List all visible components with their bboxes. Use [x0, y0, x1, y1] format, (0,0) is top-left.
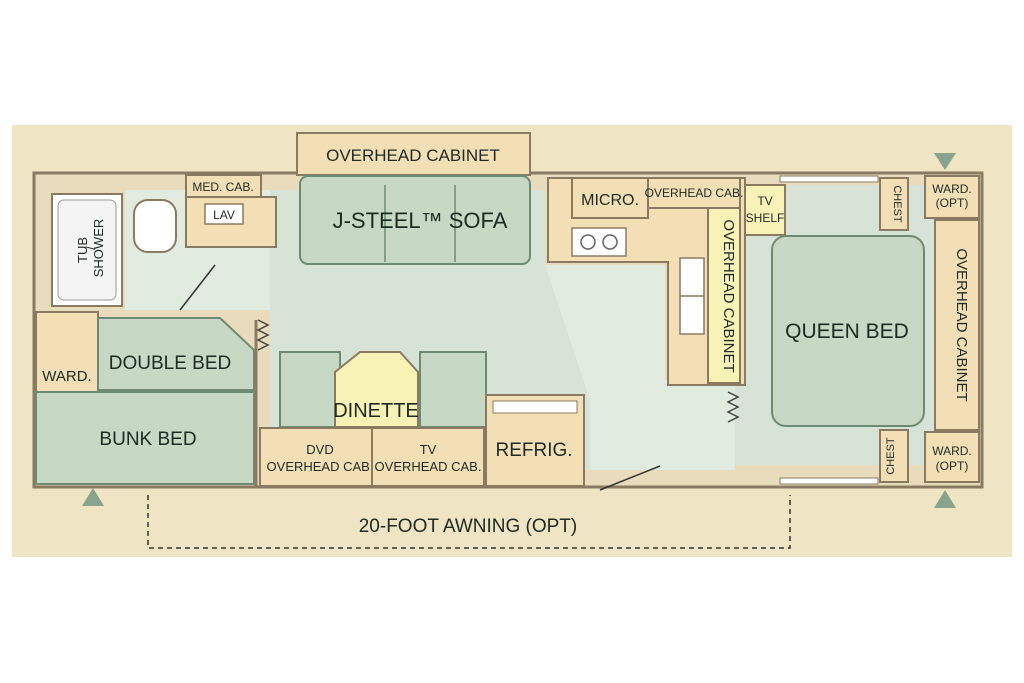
marker-bottom-left — [82, 488, 104, 506]
micro-label: MICRO. — [581, 192, 639, 209]
ward-opt-bottom — [924, 431, 980, 483]
stove-burner-1 — [580, 234, 596, 250]
dvd-overhead-cab — [259, 427, 373, 487]
ward-opt-top-label-2: (OPT) — [936, 196, 969, 210]
entry-door — [599, 465, 661, 491]
queen-bed-label: QUEEN BED — [785, 320, 909, 343]
curtain-mark-left — [256, 319, 270, 351]
double-bed-label: DOUBLE BED — [109, 353, 231, 374]
ward-opt-top-label-1: WARD. — [932, 182, 972, 196]
tv-cab-label-1: TV — [420, 442, 437, 457]
tub-shower-label-1: TUB — [75, 237, 90, 263]
dinette-seat-right — [419, 351, 487, 428]
med-cab-label: MED. CAB. — [192, 180, 253, 194]
awning-label: 20-FOOT AWNING (OPT) — [359, 516, 578, 537]
bath-door — [179, 264, 216, 311]
overhead-cabinet-right — [934, 219, 980, 431]
microwave — [571, 177, 649, 219]
dvd-cab-label-2: OVERHEAD CAB. — [267, 459, 374, 474]
lav-label: LAV — [213, 208, 235, 222]
queen-bed — [771, 235, 925, 427]
dvd-cab-label-1: DVD — [306, 442, 333, 457]
chest-top — [879, 177, 909, 231]
bedroom-window-top — [779, 175, 879, 183]
bunk-bed-label: BUNK BED — [99, 429, 196, 450]
ward-opt-top — [924, 175, 980, 219]
overhead-cab-kitchen — [647, 177, 741, 209]
refrig-label: REFRIG. — [495, 440, 572, 461]
bunk-bed — [35, 391, 255, 485]
marker-bottom-right — [934, 490, 956, 508]
ward-left — [35, 311, 99, 393]
ward-left-label: WARD. — [42, 368, 91, 385]
tv-cab-label-2: OVERHEAD CAB. — [375, 459, 482, 474]
overhead-cabinet-vertical — [707, 207, 741, 384]
refrigerator-top — [492, 400, 578, 414]
bedroom-window-bottom — [779, 477, 879, 485]
chest-bottom-label: CHEST — [885, 437, 897, 475]
sofa-label: J-STEEL™ SOFA — [333, 208, 508, 233]
tub-inner — [57, 199, 117, 301]
chest-bottom — [879, 429, 909, 483]
tv-overhead-cab — [371, 427, 485, 487]
curtain-mark-right — [726, 391, 740, 423]
overhead-cab-kitchen-label: OVERHEAD CAB. — [645, 186, 744, 200]
awning-outline — [147, 495, 791, 549]
chest-top-label: CHEST — [891, 185, 903, 223]
overhead-cabinet-top-label: OVERHEAD CABINET — [326, 146, 500, 165]
dinette-seat-left — [279, 351, 341, 428]
double-bed — [97, 317, 255, 391]
overhead-cabinet-right-label: OVERHEAD CABINET — [953, 248, 970, 401]
stove-burner-2 — [602, 234, 618, 250]
stove — [571, 227, 627, 257]
tub-shower-label-2: / — [83, 246, 98, 250]
marker-top-right — [934, 153, 956, 170]
toilet — [133, 199, 177, 253]
overhead-cabinet-vertical-label: OVERHEAD CABINET — [720, 219, 737, 372]
dinette-label: DINETTE — [333, 400, 419, 422]
tub-shower-label-3: SHOWER — [91, 219, 106, 278]
lav-sink — [204, 203, 244, 225]
tv-shelf-label-1: TV — [757, 194, 772, 208]
tv-shelf-label-2: SHELF — [746, 211, 785, 225]
overhead-cabinet-top — [296, 132, 531, 176]
hall-floor — [545, 265, 735, 470]
tv-shelf — [744, 184, 786, 236]
ward-opt-bottom-label-1: WARD. — [932, 444, 972, 458]
sofa — [299, 175, 531, 265]
ward-opt-bottom-label-2: (OPT) — [936, 459, 969, 473]
